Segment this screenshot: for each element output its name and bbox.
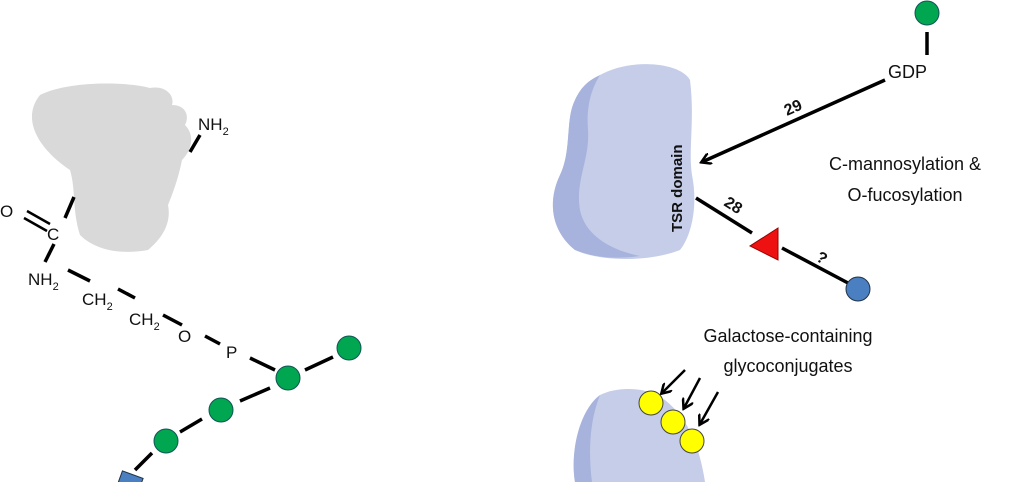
phosphate-label: P (226, 343, 237, 362)
bond-fucose-glc (781, 246, 849, 285)
mannose-circle (208, 397, 234, 423)
galactose-circle (679, 428, 705, 454)
bond-c-nh2 (43, 243, 56, 263)
enzyme-29-label: 29 (782, 97, 805, 120)
bond-man-man (239, 386, 271, 403)
nh2-label: NH2 (28, 270, 59, 293)
glcn-square (114, 470, 144, 482)
protein-blob-gray (31, 83, 192, 252)
ch2-a-label: CH2 (82, 290, 113, 313)
bond-nh2-top (188, 134, 202, 153)
oxygen2-label: O (178, 327, 191, 346)
bond-c-protein (63, 196, 76, 219)
arrow-29 (702, 78, 886, 162)
protein-blob-lower-shade (573, 395, 600, 482)
bond-o-p (204, 334, 221, 346)
bond-ch2-ch2 (117, 287, 136, 300)
ch2-b-label: CH2 (129, 310, 160, 333)
galactose-circle (660, 409, 686, 435)
nh2-top-label: NH2 (198, 115, 229, 138)
mannose-circle (275, 365, 301, 391)
bond-man-man-2 (179, 417, 203, 434)
title-line2: O-fucosylation (847, 185, 962, 205)
mannose-circle (153, 428, 179, 454)
arrow-galactose-3 (700, 391, 720, 424)
oxygen-label: O (0, 202, 13, 221)
galactose-line1: Galactose-containing (703, 326, 872, 346)
bond-p-man (249, 356, 276, 372)
tsr-domain-blob (552, 64, 695, 260)
gdp-label: GDP (888, 62, 927, 82)
bond-tsr-fucose (695, 196, 753, 235)
galactose-line2: glycoconjugates (723, 356, 852, 376)
carbon-label: C (47, 225, 59, 244)
mannose-circle-gdp (914, 0, 940, 26)
arrow-galactose-2 (684, 377, 702, 408)
arrow-galactose-1 (662, 369, 686, 393)
double-bond-2 (23, 216, 48, 233)
bond-man-branch (304, 355, 334, 372)
tsr-domain-label: TSR domain (669, 144, 686, 232)
glc-circle (845, 276, 871, 302)
double-bond-1 (26, 209, 51, 226)
title-line1: C-mannosylation & (829, 154, 981, 174)
enzyme-28-label: 28 (721, 194, 745, 218)
galactose-circle (638, 390, 664, 416)
tsr-domain-shade (552, 75, 640, 258)
bond-ch2-o (162, 313, 183, 327)
mannose-circle (336, 335, 362, 361)
bond-man-glcn (133, 451, 154, 472)
bond-nh2-ch2 (67, 268, 91, 283)
fucose-triangle (748, 227, 779, 261)
